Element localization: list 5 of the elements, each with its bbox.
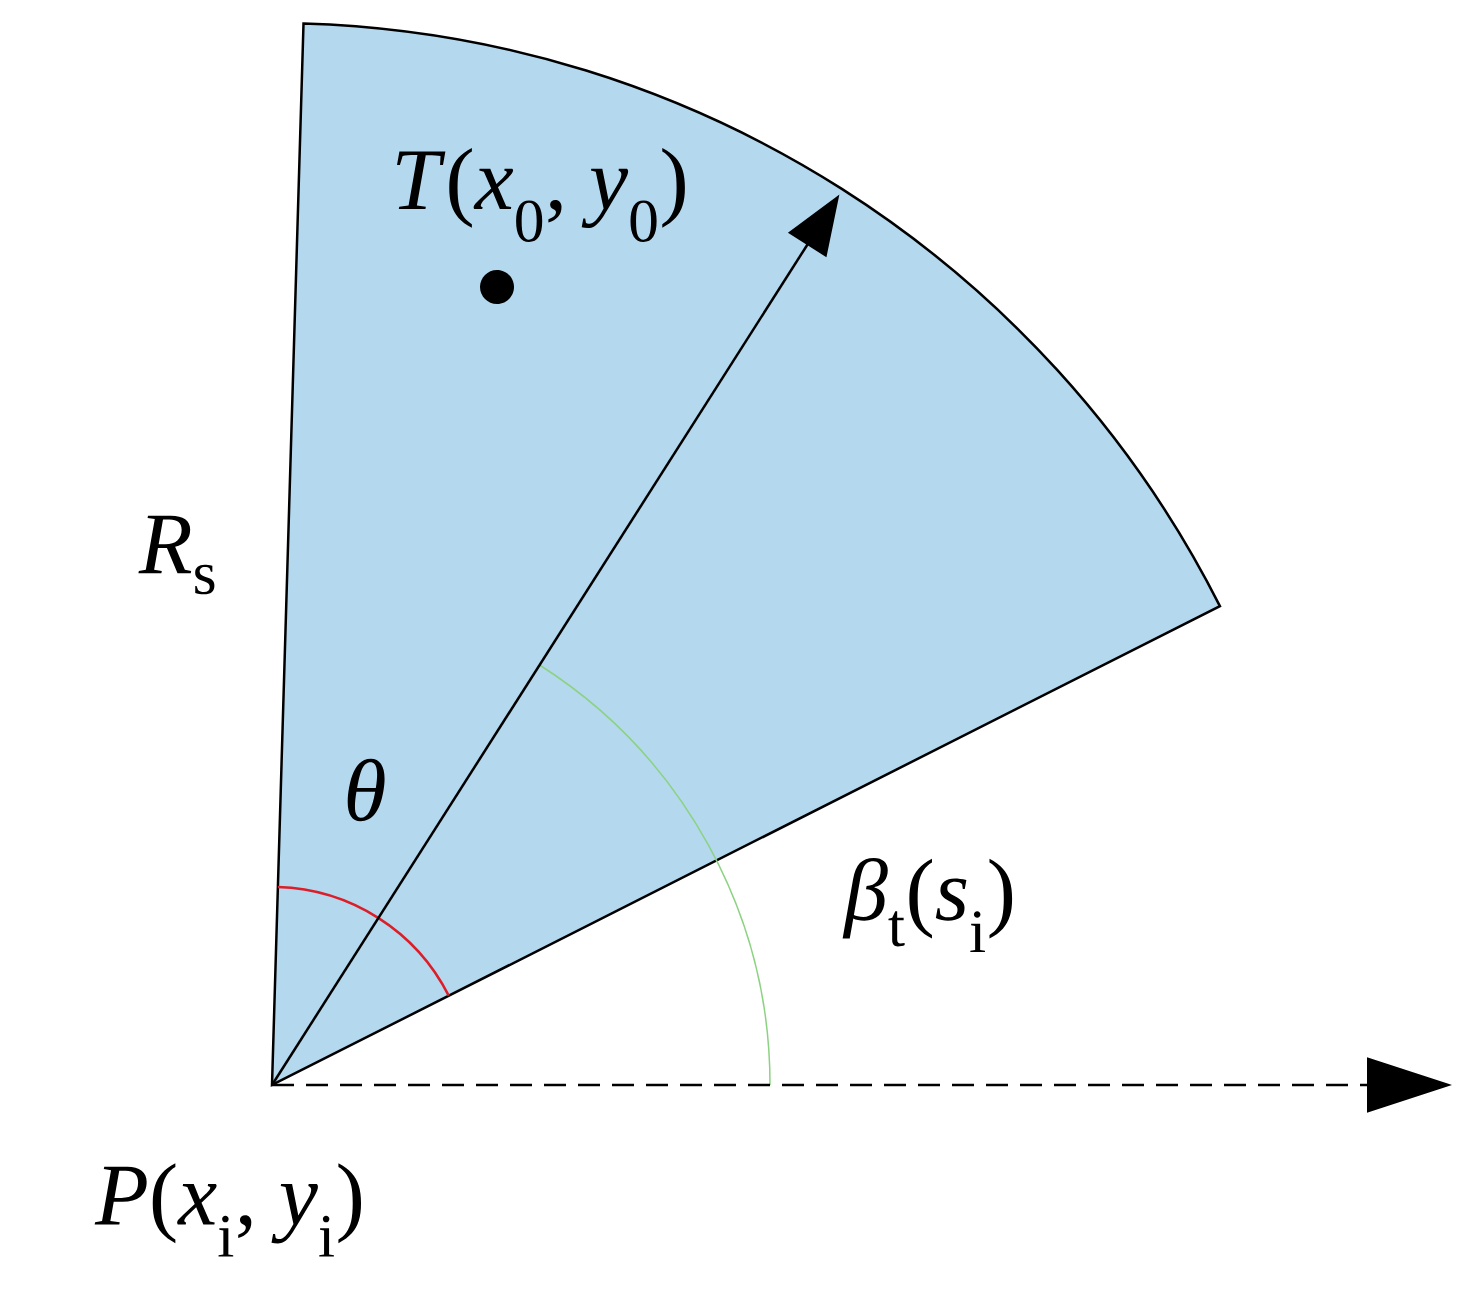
math-label: β$_{t}$(s$_{i}$): [842, 857, 1013, 953]
math-label: T(x$_{0}$, y$_{0}$): [397, 147, 685, 242]
math-label: R$_{s}$: [138, 515, 215, 595]
math-label: P(x$_{i}$, y$_{i}$): [94, 1163, 361, 1257]
math-label: θ: [347, 758, 385, 822]
